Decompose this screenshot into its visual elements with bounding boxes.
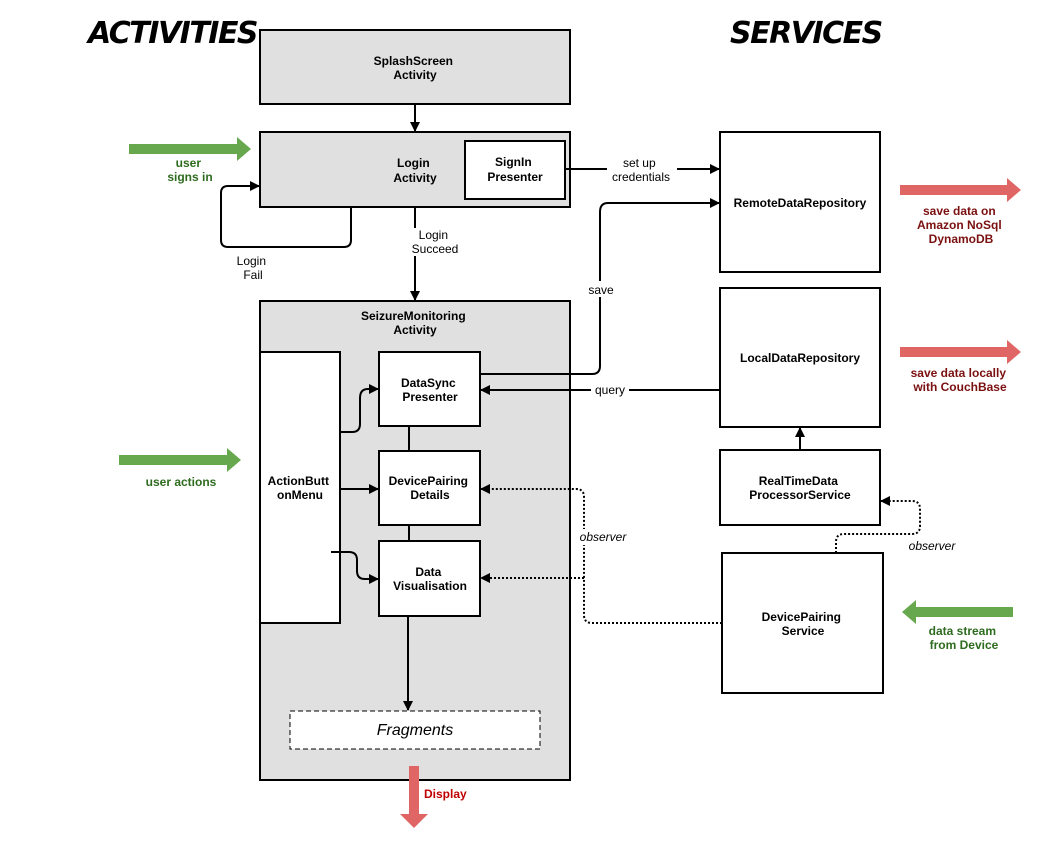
signin-presenter-label: SignIn Presenter [487, 155, 543, 184]
splashscreen-activity-label: SplashScreen Activity [374, 54, 457, 82]
fragments-box [289, 710, 541, 750]
display-label: Display [424, 787, 467, 801]
save-label-bg [586, 281, 616, 297]
setup-credentials-label-bg [607, 154, 677, 184]
devicepairing-service-label: DevicePairing Service [762, 610, 845, 638]
user-signs-in-arrow [129, 137, 251, 161]
activities-heading: ACTIVITIES [86, 16, 257, 51]
login-succeed-label: Login Succeed [412, 228, 459, 256]
splashscreen-activity-box [259, 29, 571, 105]
realtime-data-processor-service-label: RealTimeData ProcessorService [749, 474, 851, 502]
save-couchbase-label: save data locally with CouchBase [911, 366, 1010, 394]
save-dynamo-label: save data on Amazon NoSql DynamoDB [917, 204, 1005, 246]
save-dynamo-arrow [900, 178, 1021, 202]
datasync-presenter-box [378, 351, 481, 427]
save-couchbase-arrow [900, 340, 1021, 364]
login-fail-label: Login Fail [237, 254, 270, 282]
fragments-label: Fragments [377, 722, 453, 739]
save-label: save [588, 283, 614, 297]
menu-to-datasync-edge [340, 384, 379, 433]
actionbuttonmenu-box [259, 351, 341, 624]
query-label: query [595, 383, 625, 397]
user-signs-in-label: user signs in [167, 156, 212, 184]
remote-data-repository-label: RemoteDataRepository [734, 196, 867, 210]
observer-left-label: observer [580, 530, 628, 544]
query-label-bg [591, 382, 629, 398]
menu-to-visualisation-edge [331, 551, 379, 584]
remote-data-repository-box [719, 131, 881, 273]
observer-left-label-bg [578, 529, 628, 545]
login-activity-label: Login Activity [393, 156, 437, 185]
realtime-data-processor-service-box [719, 449, 881, 526]
devicepairing-details-label: DevicePairing Details [389, 474, 472, 502]
devicepairing-service-box [721, 552, 884, 694]
actionbuttonmenu-label: ActionButt onMenu [268, 474, 333, 502]
signin-presenter-box [464, 140, 566, 200]
local-data-repository-box [719, 287, 881, 428]
observer-right-label: observer [909, 539, 957, 553]
display-arrow [400, 766, 428, 828]
local-data-repository-label: LocalDataRepository [740, 351, 860, 365]
devicepairing-details-box [378, 450, 481, 526]
data-stream-label: data stream from Device [929, 624, 1000, 652]
data-stream-arrow [902, 600, 1013, 624]
seizuremonitoring-activity-label: SeizureMonitoring Activity [361, 309, 469, 337]
user-actions-arrow [119, 448, 241, 472]
observer-to-realtime-edge [835, 496, 921, 553]
user-actions-label: user actions [146, 475, 217, 489]
login-fail-edge [220, 181, 352, 248]
data-visualisation-label: Data Visualisation [393, 565, 467, 593]
setup-credentials-label: set up credentials [612, 156, 670, 184]
datasync-presenter-label: DataSync Presenter [401, 376, 459, 404]
services-heading: SERVICES [730, 16, 882, 51]
observer-to-devicepairing-details-edge [480, 484, 722, 624]
